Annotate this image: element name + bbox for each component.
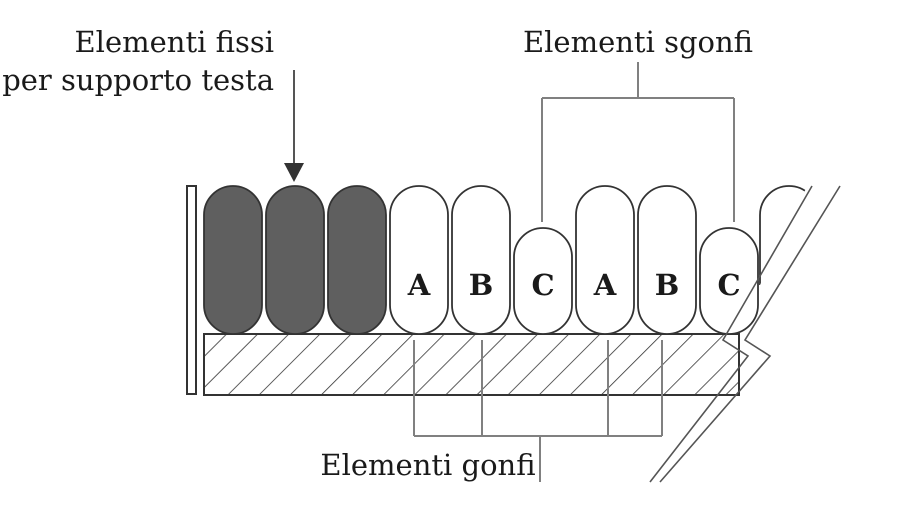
cell-fixed-2 xyxy=(265,185,325,335)
cell-letter-a: A xyxy=(593,268,617,302)
cell-letter-c: C xyxy=(717,268,740,302)
break-line-back xyxy=(649,185,813,483)
fixed-arrow xyxy=(284,70,304,182)
inflated-label: Elementi gonfi xyxy=(320,448,535,482)
break-lines xyxy=(649,185,841,483)
cell-fixed-3 xyxy=(327,185,387,335)
cell-inflated-5 xyxy=(451,185,511,335)
cell-letter-b: B xyxy=(469,268,494,302)
cell-inflated-8 xyxy=(637,185,697,335)
inflated-bracket xyxy=(413,340,663,482)
cell-letter-c: C xyxy=(531,268,554,302)
fixed-label-line1: Elementi fissi xyxy=(75,25,274,59)
head-board xyxy=(186,185,197,395)
cell-inflated-4 xyxy=(389,185,449,335)
cell-deflated-6 xyxy=(513,227,573,335)
deflated-label: Elementi sgonfi xyxy=(523,25,753,59)
break-line-front xyxy=(659,185,841,483)
cell-inflated-7 xyxy=(575,185,635,335)
cell-fixed-1 xyxy=(203,185,263,335)
fixed-label-line2: per supporto testa xyxy=(2,63,274,97)
cell-letter-b: B xyxy=(655,268,680,302)
cell-letter-a: A xyxy=(407,268,431,302)
deflated-bracket xyxy=(541,62,735,222)
fixed-arrow-head xyxy=(284,163,304,182)
hatched-base xyxy=(203,333,740,396)
